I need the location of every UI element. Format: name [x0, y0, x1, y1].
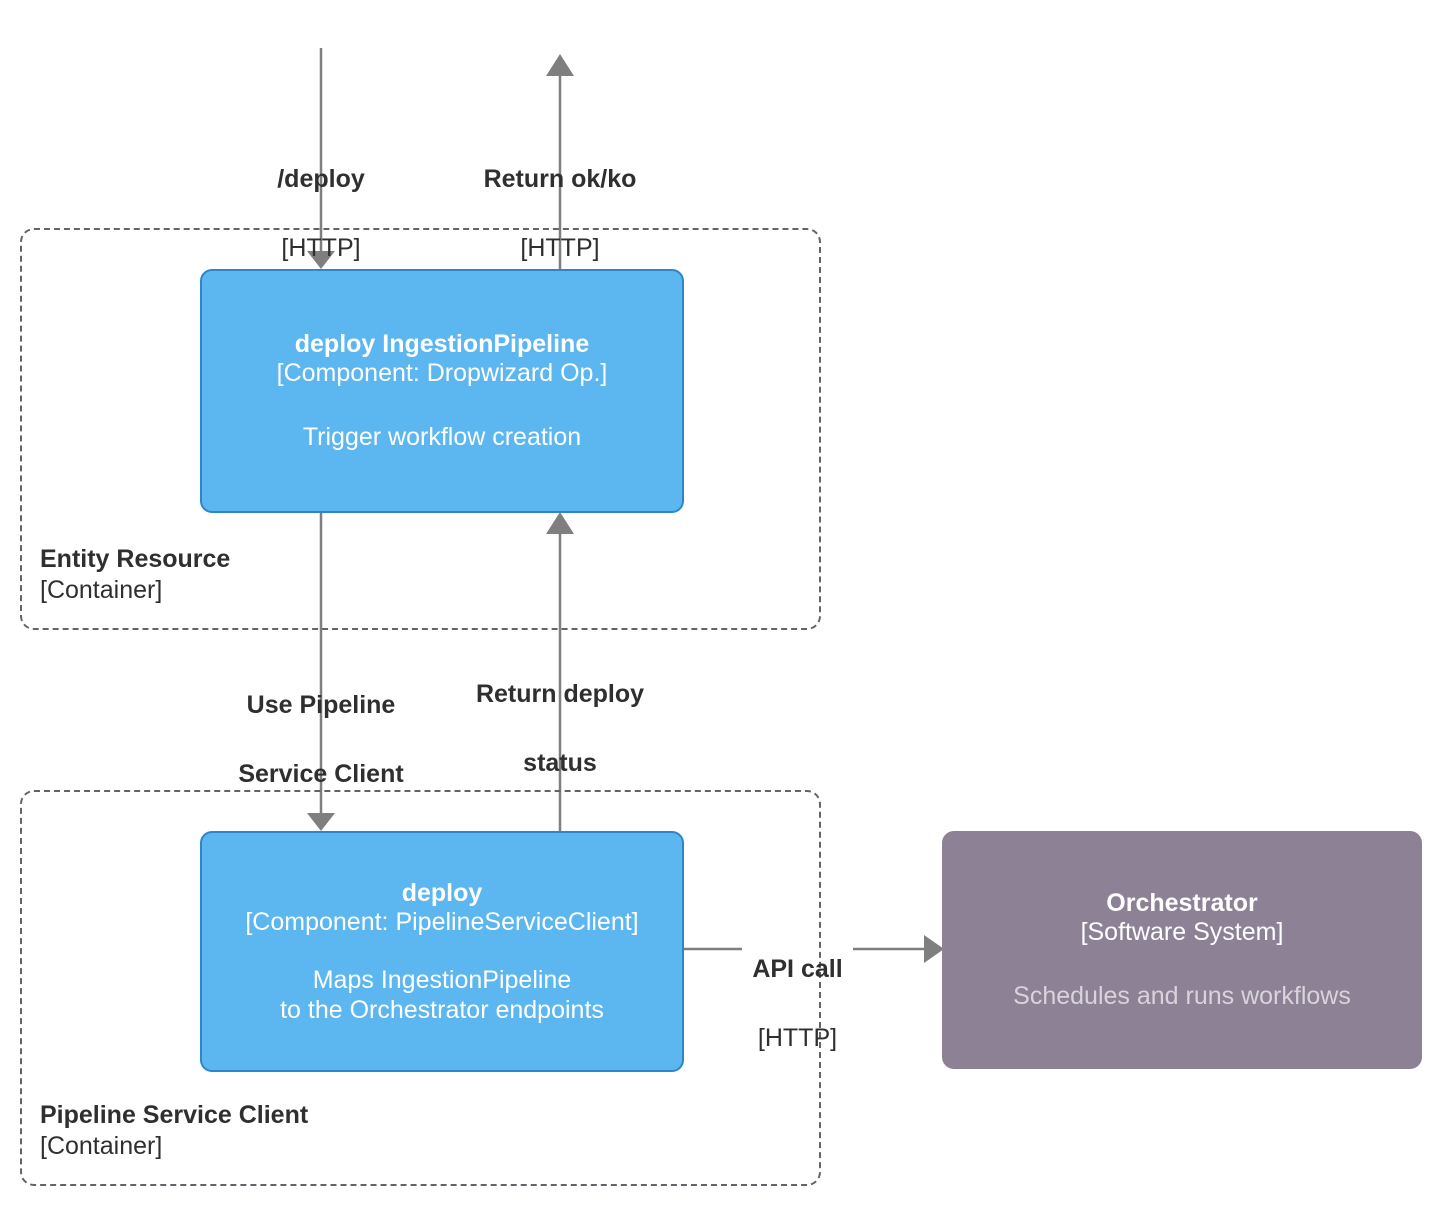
edge-label-deploy-request-tech: [HTTP]	[281, 233, 361, 262]
node-deploy-ingestion-pipeline-tech: [Component: Dropwizard Op.]	[276, 359, 608, 387]
boundary-pipeline-service-client	[20, 790, 821, 1186]
node-deploy-tech: [Component: PipelineServiceClient]	[245, 907, 639, 936]
boundary-entity-resource-type: [Container]	[40, 575, 163, 604]
node-deploy-ingestion-pipeline-description: Trigger workflow creation	[302, 423, 582, 451]
boundary-pipeline-service-client-type: [Container]	[40, 1131, 163, 1160]
edge-label-use-pipeline-service-client-line2: Service Client	[238, 759, 404, 788]
edge-label-return-ok-ko-tech: [HTTP]	[520, 233, 600, 262]
edge-label-return-deploy-status-line1: Return deploy	[475, 680, 645, 709]
boundary-pipeline-service-client-title: Pipeline Service Client	[40, 1101, 309, 1129]
edge-label-use-pipeline-service-client-line1: Use Pipeline	[246, 691, 396, 720]
edge-label-deploy-request: /deploy [HTTP]	[221, 126, 421, 301]
edge-label-return-deploy-status: Return deploy status	[440, 641, 680, 816]
boundary-pipeline-service-client-caption: Pipeline Service Client [Container]	[40, 1100, 308, 1161]
node-deploy-title: deploy	[401, 878, 483, 907]
edge-label-return-ok-ko-title: Return ok/ko	[483, 165, 637, 194]
edge-label-api-call-tech: [HTTP]	[757, 1023, 838, 1052]
boundary-entity-resource-caption: Entity Resource [Container]	[40, 544, 230, 605]
node-deploy-description-line1: Maps IngestionPipeline	[312, 965, 572, 994]
edge-label-deploy-request-title: /deploy	[277, 165, 365, 194]
boundary-entity-resource-title: Entity Resource	[40, 545, 231, 573]
node-deploy[interactable]: deploy [Component: PipelineServiceClient…	[200, 831, 684, 1072]
node-deploy-ingestion-pipeline-title: deploy IngestionPipeline	[294, 330, 590, 358]
edge-label-api-call-title: API call	[752, 955, 843, 984]
edge-label-api-call: API call [HTTP]	[700, 916, 895, 1091]
edge-label-return-ok-ko: Return ok/ko [HTTP]	[435, 126, 685, 301]
edge-label-return-deploy-status-line2: status	[523, 748, 597, 777]
node-orchestrator-title: Orchestrator	[1106, 889, 1258, 917]
boundary-entity-resource	[20, 228, 821, 630]
node-orchestrator-tech: [Software System]	[1080, 918, 1284, 946]
node-deploy-ingestion-pipeline[interactable]: deploy IngestionPipeline [Component: Dro…	[200, 269, 684, 513]
node-orchestrator[interactable]: Orchestrator [Software System] Schedules…	[942, 831, 1422, 1069]
edge-label-use-pipeline-service-client: Use Pipeline Service Client	[201, 652, 441, 827]
node-deploy-description-line2: to the Orchestrator endpoints	[280, 995, 604, 1024]
node-orchestrator-description: Schedules and runs workflows	[1013, 982, 1351, 1010]
node-deploy-description: Maps IngestionPipeline to the Orchestrat…	[280, 965, 604, 1025]
